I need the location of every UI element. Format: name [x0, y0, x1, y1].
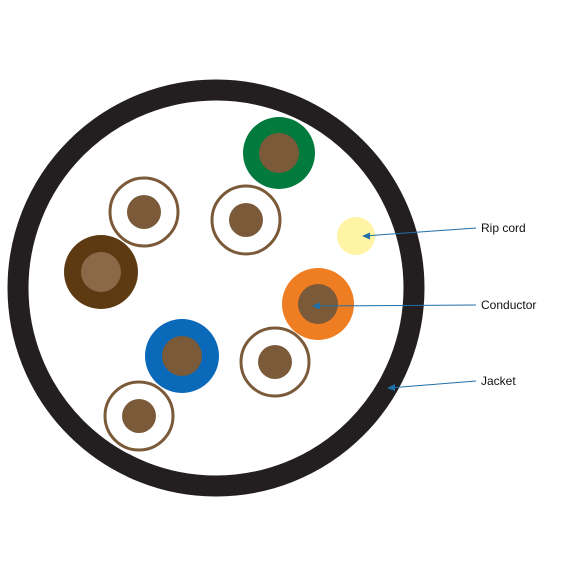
callout-conductor: Conductor	[312, 298, 536, 312]
conductor-green	[243, 117, 315, 189]
conductor-white-green-copper	[127, 195, 161, 229]
rip-cord	[337, 217, 375, 255]
conductor-white-green	[108, 176, 180, 248]
conductor-white-blue-copper	[258, 345, 292, 379]
rip-cord-leader-line	[363, 227, 477, 237]
conductor-white-green-2	[210, 184, 282, 256]
conductor-label: Conductor	[481, 298, 536, 312]
conductor-white-brown-copper	[122, 399, 156, 433]
jacket-leader-line	[388, 380, 477, 389]
conductor-green-copper	[259, 133, 299, 173]
jacket-label: Jacket	[481, 374, 516, 388]
rip-cord-arrowhead	[362, 232, 370, 240]
conductor-blue	[145, 319, 219, 393]
conductor-leader-line	[313, 304, 477, 307]
conductor-blue-copper	[162, 336, 202, 376]
conductor-white-blue	[239, 326, 311, 398]
conductor-brown-copper	[81, 252, 121, 292]
rip-cord-label: Rip cord	[481, 221, 526, 235]
conductor-arrowhead	[312, 302, 320, 310]
conductor-white-green-2-copper	[229, 203, 263, 237]
callout-jacket: Jacket	[387, 374, 516, 391]
jacket-arrowhead	[387, 384, 395, 391]
callout-rip-cord: Rip cord	[362, 221, 526, 240]
conductor-brown	[64, 235, 138, 309]
conductor-white-brown	[103, 380, 175, 452]
